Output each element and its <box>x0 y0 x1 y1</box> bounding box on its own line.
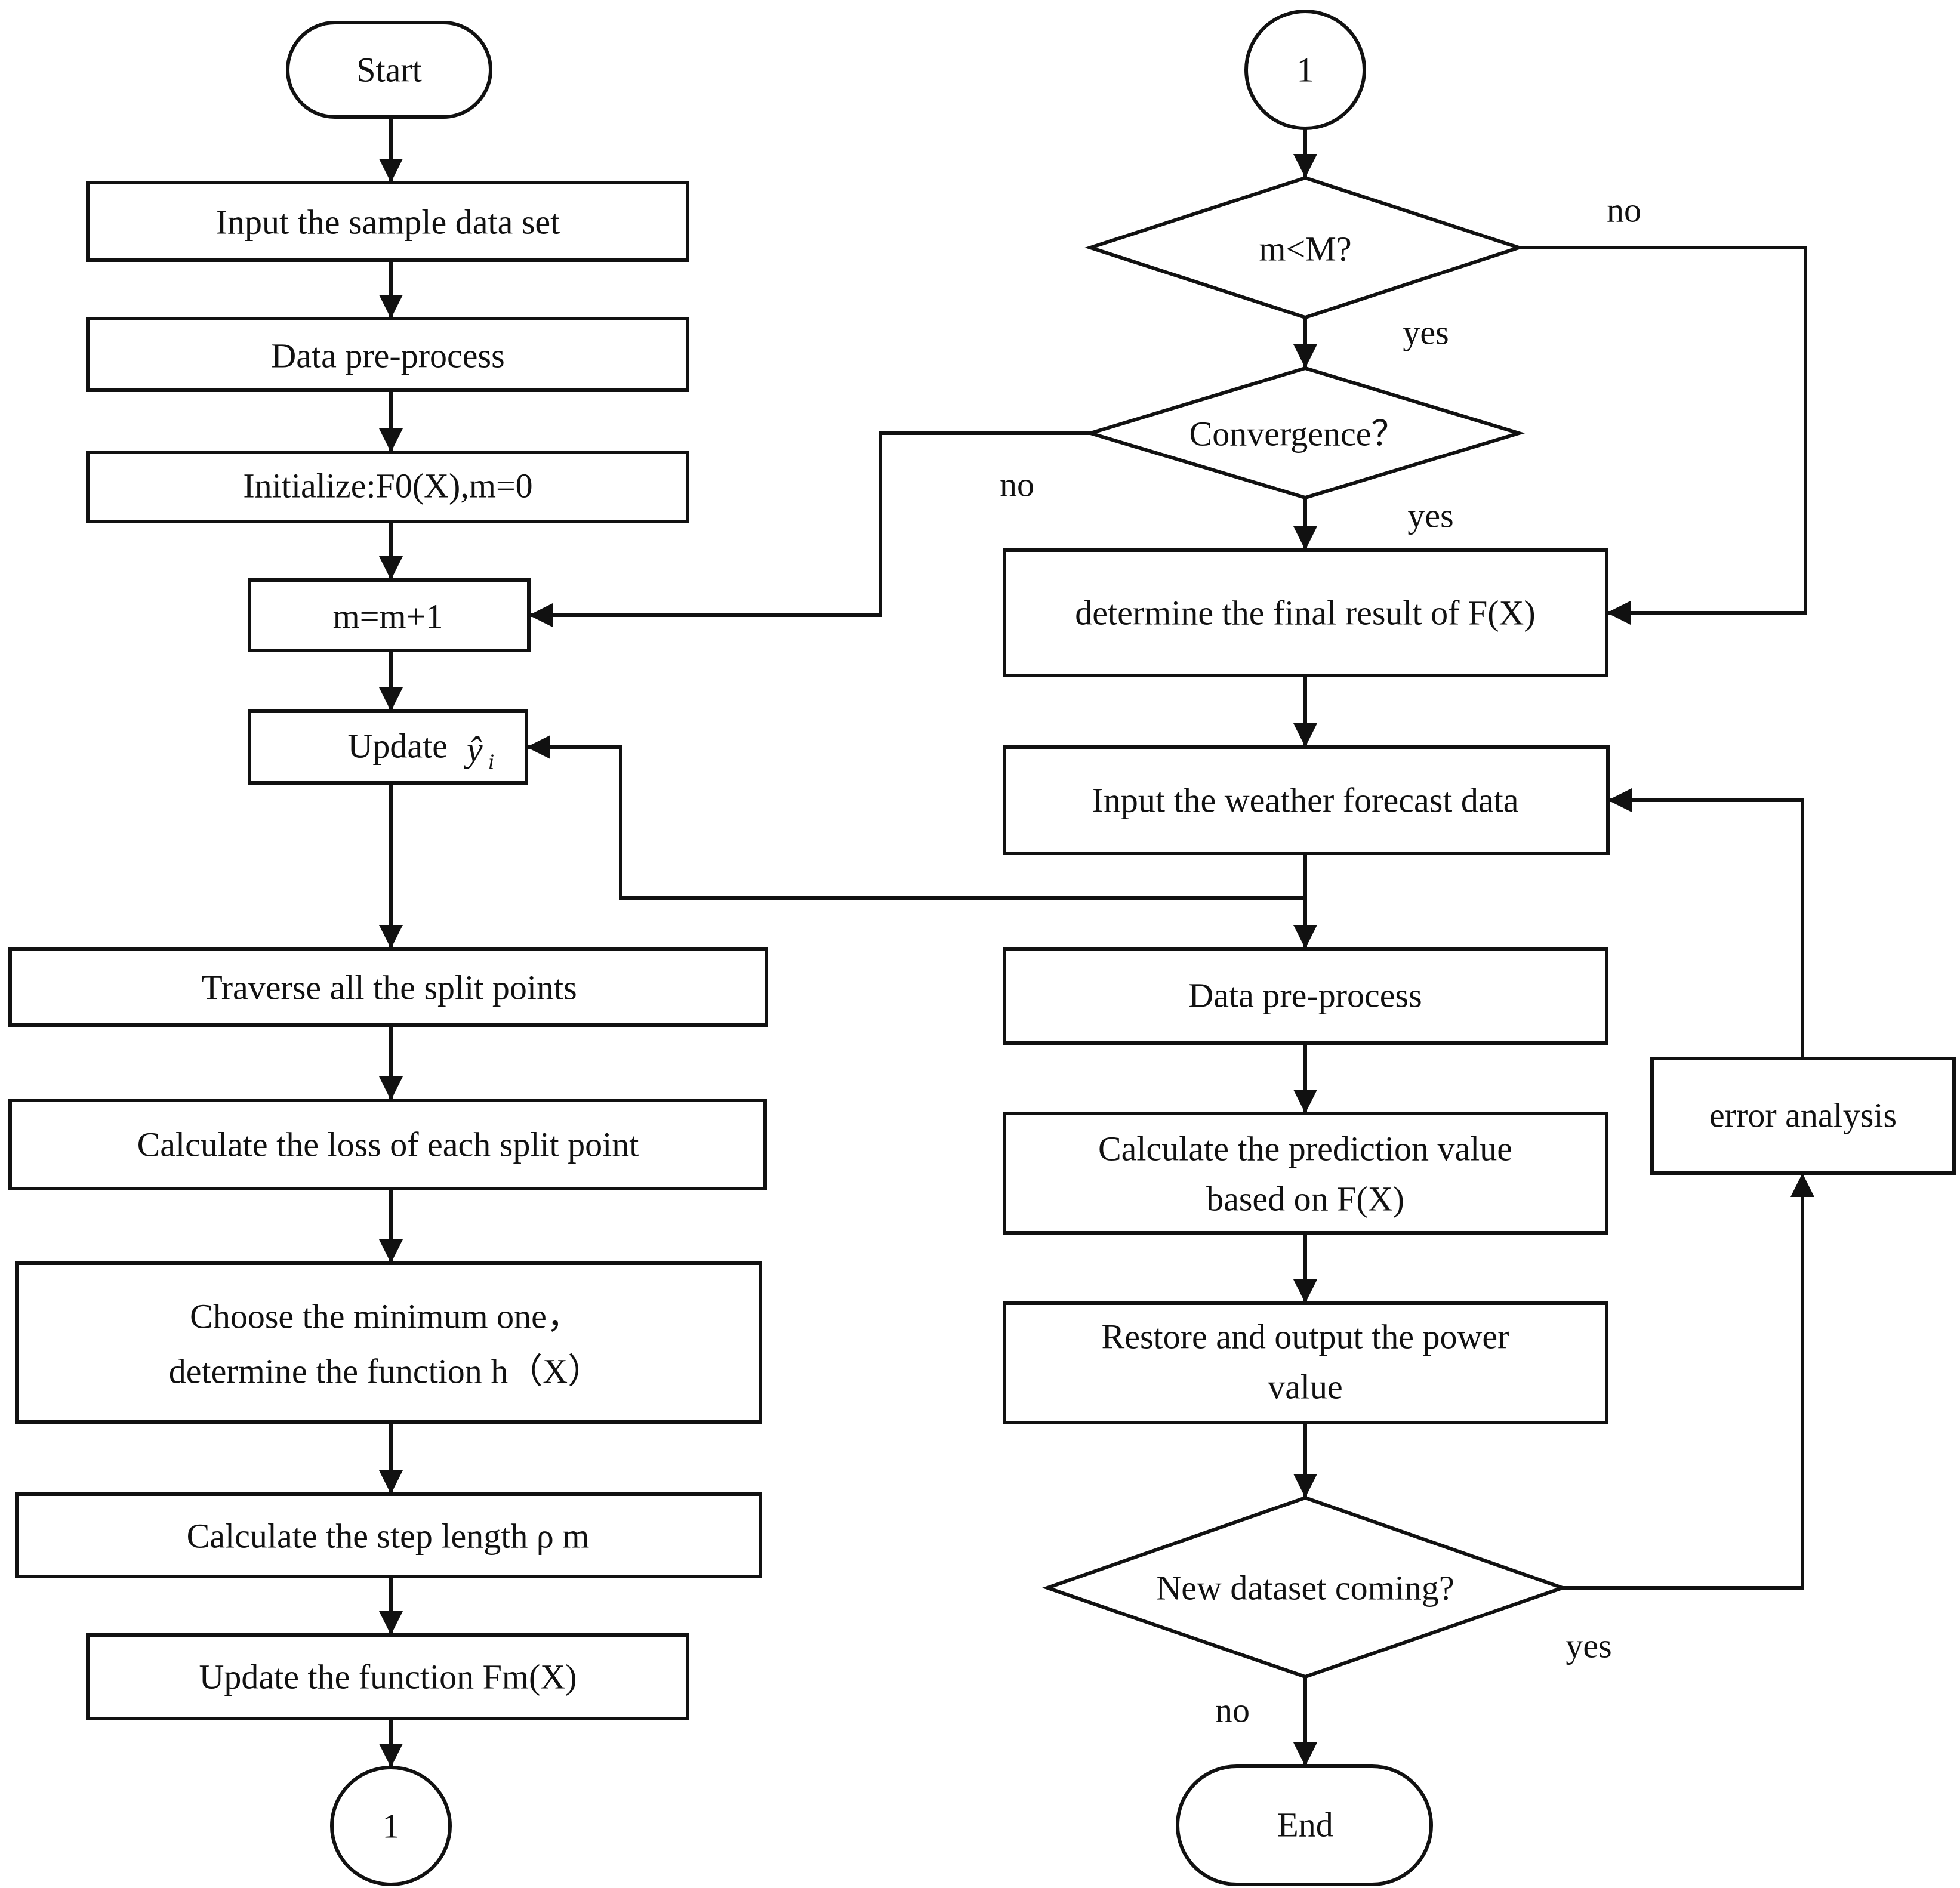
preprocess-right-label: Data pre-process <box>1188 976 1422 1015</box>
input-sample-box <box>86 181 689 262</box>
calc-pred-line1: Calculate the prediction value <box>1098 1130 1512 1168</box>
calc-loss-box <box>8 1099 767 1190</box>
update-y-label: Update <box>348 727 448 766</box>
new-dataset-yes-label: yes <box>1565 1627 1611 1665</box>
edge-error-to-weather <box>1608 788 1804 1059</box>
step-length-label: Calculate the step length ρ m <box>187 1517 590 1556</box>
svg-text:i: i <box>488 749 494 773</box>
start-label: Start <box>356 51 422 90</box>
connector-in-label: 1 <box>1297 51 1314 90</box>
calc-loss-label: Calculate the loss of each split point <box>137 1125 639 1164</box>
initialize-label: Initialize:F0(X),m=0 <box>243 467 532 505</box>
choose-min-line1: Choose the minimum one， <box>190 1297 581 1336</box>
check-m-no-label: no <box>1607 191 1641 230</box>
end-label: End <box>1277 1806 1333 1844</box>
edge-newdataset-yes-to-error <box>1563 1173 1814 1590</box>
input-sample-label: Input the sample data set <box>216 203 560 242</box>
edge-convergence-no-to-increment <box>529 431 1090 627</box>
convergence-label: Convergence？ <box>1189 415 1406 454</box>
edge-loop-to-update <box>526 735 1305 900</box>
input-weather-label: Input the weather forecast data <box>1092 781 1519 820</box>
svg-text:ŷ: ŷ <box>463 730 483 769</box>
connector-out-label: 1 <box>383 1807 400 1846</box>
preprocess-left-box <box>86 317 689 392</box>
choose-min-line2: determine the function h（X） <box>169 1352 602 1391</box>
preprocess-left-label: Data pre-process <box>271 337 504 375</box>
calc-pred-line2: based on F(X) <box>1206 1180 1404 1218</box>
step-length-box <box>15 1492 762 1578</box>
traverse-box <box>8 947 768 1027</box>
choose-min-box <box>15 1261 762 1424</box>
update-fm-label: Update the function Fm(X) <box>199 1658 577 1696</box>
restore-line1: Restore and output the power <box>1102 1318 1509 1356</box>
new-dataset-label: New dataset coming? <box>1156 1569 1454 1608</box>
check-m-label: m<M? <box>1259 230 1351 269</box>
convergence-no-label: no <box>1000 465 1034 504</box>
check-m-yes-label: yes <box>1403 313 1449 352</box>
edge-checkm-no-to-final <box>1519 246 1807 625</box>
increment-label: m=m+1 <box>333 597 443 636</box>
traverse-label: Traverse all the split points <box>201 968 577 1007</box>
new-dataset-no-label: no <box>1215 1691 1250 1730</box>
final-result-label: determine the final result of F(X) <box>1075 594 1535 633</box>
convergence-yes-label: yes <box>1407 496 1453 535</box>
y-hat-symbol: ŷ i <box>463 730 494 773</box>
error-analysis-label: error analysis <box>1709 1096 1897 1135</box>
restore-line2: value <box>1268 1368 1343 1406</box>
update-fm-box <box>86 1633 689 1720</box>
initialize-box <box>86 451 689 523</box>
